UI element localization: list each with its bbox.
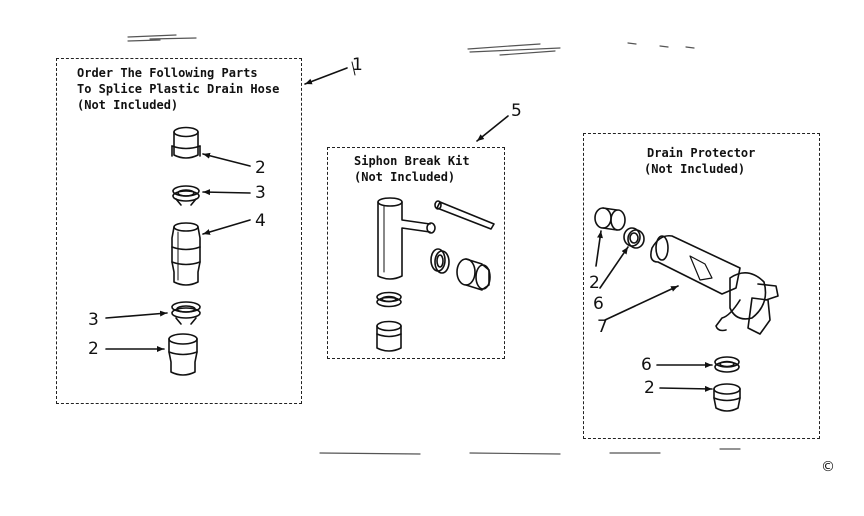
drain-protector-body (650, 234, 779, 335)
callout-drain-sleeve-bottom: 2 (644, 378, 655, 398)
siphon-clamp-bottom (376, 291, 402, 308)
siphon-vent-pin (434, 200, 495, 230)
siphon-check-valve (456, 258, 491, 291)
callout-splice-sleeve-bottom: 2 (88, 339, 99, 359)
siphon-title-line-2: (Not Included) (354, 170, 456, 184)
siphon-tee-fitting (377, 197, 436, 280)
drain-clamp-bottom (714, 356, 740, 373)
drain-clamp-small (623, 227, 645, 249)
callout-drain-protector: 7 (597, 317, 608, 337)
splice-title-line-2: To Splice Plastic Drain Hose (77, 82, 280, 96)
callout-splice-connector: 4 (255, 211, 266, 231)
splice-connector (171, 222, 201, 286)
drain-sleeve-small (594, 207, 626, 231)
splice-sleeve-bottom (168, 333, 198, 376)
splice-panel-ref-number: 1 (352, 55, 363, 75)
leader-line-1 (304, 67, 348, 85)
splice-title-line-1: Order The Following Parts (77, 66, 258, 80)
siphon-clamp-ring (430, 248, 450, 274)
callout-splice-sleeve-top: 2 (255, 158, 266, 178)
drain-protector-panel (583, 133, 820, 439)
callout-splice-clamp-bottom: 3 (88, 310, 99, 330)
scan-smudge-marks (127, 34, 741, 455)
callout-drain-sleeve-top: 2 (589, 273, 600, 293)
siphon-sleeve-bottom (376, 320, 402, 352)
corner-mark: © (821, 459, 835, 475)
siphon-break-kit-panel (327, 147, 505, 359)
callout-drain-clamp-bottom: 6 (641, 355, 652, 375)
callout-drain-clamp-top: 6 (593, 294, 604, 314)
siphon-title-line-1: Siphon Break Kit (354, 154, 470, 168)
drain-title-line-1: Drain Protector (647, 146, 756, 160)
splice-sleeve-top (171, 126, 201, 159)
splice-title-line-3: (Not Included) (77, 98, 179, 112)
splice-clamp-top (172, 185, 200, 206)
siphon-panel-ref-number: 5 (511, 101, 522, 121)
leader-line-5 (476, 115, 509, 142)
drain-title-line-2: (Not Included) (644, 162, 746, 176)
drain-sleeve-bottom (713, 383, 741, 412)
splice-parts-panel (56, 58, 302, 404)
splice-clamp-bottom (171, 301, 201, 325)
callout-splice-clamp-top: 3 (255, 183, 266, 203)
